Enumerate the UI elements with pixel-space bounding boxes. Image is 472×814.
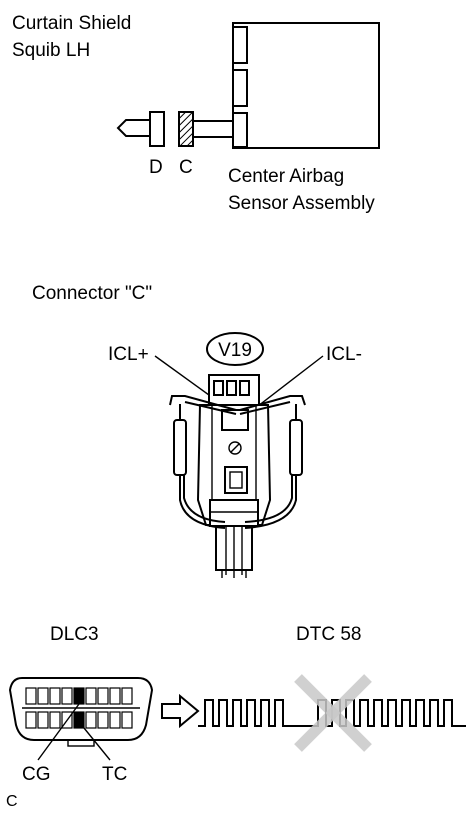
wiring-section: Curtain Shield Squib LH D C Center Airba…	[12, 13, 380, 214]
assembly-port-3	[232, 112, 248, 148]
pin-label-icl-minus: ICL-	[326, 344, 362, 365]
dlc3-pins-bottom-row	[25, 711, 133, 729]
connector-view-title: Connector "C"	[32, 283, 152, 304]
assembly-label-line1: Center Airbag	[228, 166, 344, 187]
pin-label-icl-plus: ICL+	[108, 344, 149, 365]
squib-plug-icon	[116, 119, 150, 137]
assembly-port-2	[232, 69, 248, 107]
leader-cg	[37, 703, 80, 761]
connector-d-label: D	[149, 157, 163, 178]
connector-code: V19	[218, 340, 252, 361]
connector-housing	[196, 374, 272, 578]
leader-tc	[83, 727, 111, 761]
corner-label: C	[6, 793, 18, 810]
dlc-title: DLC3	[50, 624, 99, 645]
tester-probe-right	[239, 395, 306, 529]
assembly-label-line2: Sensor Assembly	[228, 193, 375, 214]
prohibited-cross-icon	[294, 674, 372, 752]
dlc3-pins-top-row	[25, 687, 133, 705]
connector-c	[178, 111, 194, 147]
squib-label-line1: Curtain Shield	[12, 13, 131, 34]
squib-label-line2: Squib LH	[12, 40, 90, 61]
dlc-section: DLC3 DTC 58	[6, 624, 466, 810]
terminal-cg-label: CG	[22, 764, 51, 785]
dlc3-latch	[67, 739, 95, 747]
connector-d	[149, 111, 165, 147]
assembly-port-1	[232, 26, 248, 64]
tester-probe-left	[169, 395, 237, 529]
dtc-title: DTC 58	[296, 624, 361, 645]
dlc3-connector	[8, 677, 154, 741]
sensor-assembly-body	[232, 22, 380, 149]
connector-c-view: Connector "C" V19 ICL+ ICL-	[32, 283, 362, 578]
terminal-tc-label: TC	[102, 764, 127, 785]
connector-code-oval	[206, 332, 264, 366]
connector-c-label: C	[179, 157, 193, 178]
arrow-right-icon	[161, 693, 200, 729]
